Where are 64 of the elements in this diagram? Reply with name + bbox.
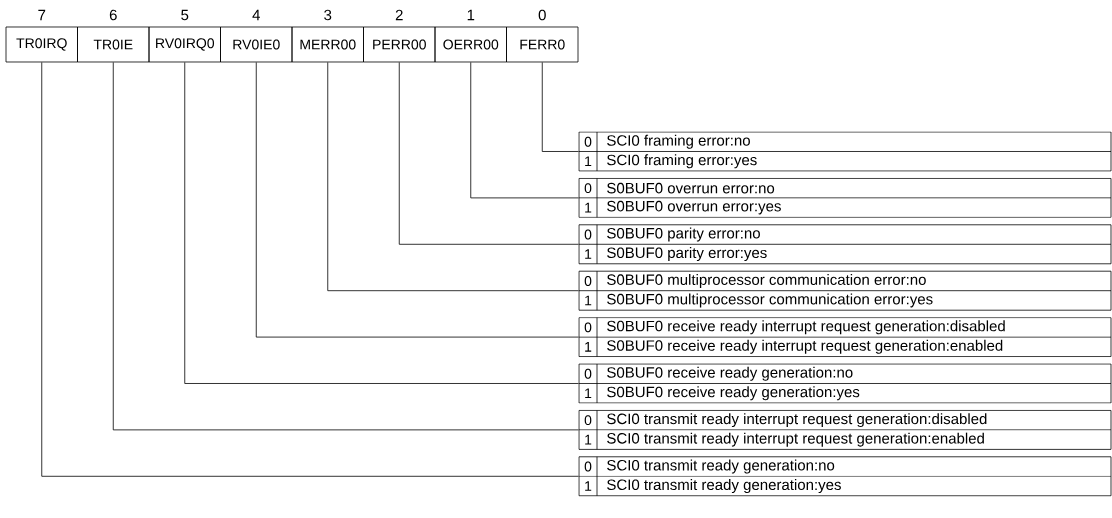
register-cell: RV0IE0 [220,26,293,63]
bit-value: 1 [585,156,592,167]
bit-number: 5 [181,9,189,21]
bit-number: 2 [395,9,403,21]
value-table [578,178,1112,218]
register-cell: TR0IRQ [5,26,78,63]
value-description: S0BUF0 parity error:no [607,227,760,242]
bit-value: 1 [585,434,592,445]
value-description: S0BUF0 receive ready interrupt request generation:disabled [607,320,1005,335]
bit-value: 0 [584,415,592,426]
value-description: S0BUF0 receive ready generation:no [607,366,853,381]
value-table [578,363,1112,404]
register-cell: PERR00 [363,26,436,63]
bit-value: 0 [584,368,592,379]
value-description: S0BUF0 overrun error:no [607,182,775,194]
bit-value: 0 [584,229,592,240]
connector-line [112,62,579,431]
value-description: SCI0 transmit ready interrupt request generation:enabled [607,432,984,447]
bit-value: 1 [585,295,592,306]
value-table [578,131,1112,172]
value-table [578,410,1112,450]
connector-line [41,62,579,477]
bit-value: 0 [584,183,592,194]
value-table [578,317,1112,357]
value-description: S0BUF0 parity error:yes [607,247,767,262]
value-table [578,270,1112,311]
bit-value: 1 [585,249,592,259]
connector-line [255,62,579,338]
value-description: S0BUF0 multiprocessor communication error:yes [607,293,933,308]
value-description: S0BUF0 overrun error:yes [607,200,781,215]
connector-line [398,62,579,245]
bit-value: 1 [585,342,592,352]
value-description: SCI0 transmit ready generation:yes [607,479,841,493]
value-description: S0BUF0 receive ready generation:yes [607,386,860,401]
value-description: S0BUF0 multiprocessor communication error:no [607,273,926,288]
value-table [578,224,1112,265]
bit-value: 1 [585,481,592,491]
bit-number: 6 [109,9,117,21]
bit-number: 1 [467,9,475,21]
register-cell: MERR00 [291,26,364,63]
connector-line [184,62,579,384]
register-cell: FERR0 [506,26,579,63]
register-cell: OERR00 [434,26,507,63]
value-description: SCI0 framing error:yes [607,154,757,169]
bit-value: 0 [584,136,592,147]
value-table [578,456,1112,497]
value-description: SCI0 transmit ready generation:no [607,459,835,474]
connector-line [327,62,579,292]
bit-number: 4 [252,9,260,21]
register-cell: TR0IE [77,26,150,63]
bit-number: 0 [538,9,546,21]
connector-line [541,62,579,152]
bit-value: 1 [585,388,592,399]
register-cell: RV0IRQ0 [148,26,221,63]
bit-value: 0 [584,322,592,333]
bit-number: 3 [324,9,332,21]
connector-line [470,62,579,199]
bit-value: 1 [585,202,592,213]
bit-value: 0 [584,276,592,286]
bit-number: 7 [38,9,46,21]
value-description: SCI0 framing error:no [607,134,750,149]
value-description: SCI0 transmit ready interrupt request generation:disabled [607,413,987,428]
bit-value: 0 [584,461,592,472]
value-description: S0BUF0 receive ready interrupt request generation:enabled [607,339,1003,354]
